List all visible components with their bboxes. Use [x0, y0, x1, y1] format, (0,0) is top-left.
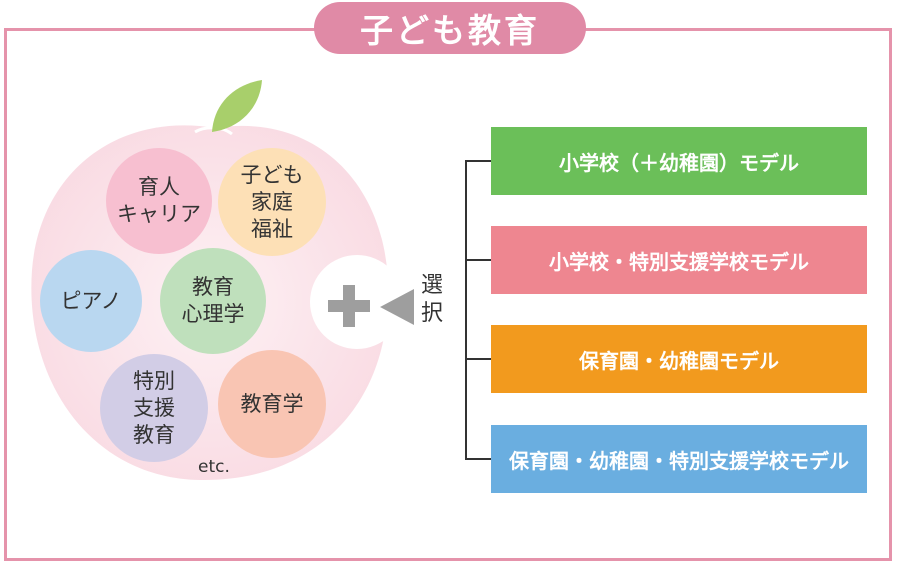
arrow-left-icon: [380, 289, 414, 325]
bubble-special-needs-education: 特別 支援 教育: [100, 354, 208, 462]
leaf-icon: [212, 80, 262, 132]
bubble-piano: ピアノ: [40, 250, 142, 352]
bubble-educational-psychology: 教育 心理学: [160, 248, 266, 354]
select-label: 選 択: [420, 273, 443, 326]
page-title: 子ども教育: [314, 2, 586, 54]
model-elementary: 小学校（＋幼稚園）モデル: [491, 127, 867, 195]
model-elementary-special-needs: 小学校・特別支援学校モデル: [491, 226, 867, 294]
plus-icon: [328, 285, 370, 327]
bubble-child-family-welfare: 子ども 家庭 福祉: [218, 148, 326, 256]
bubble-ikujin-career: 育人 キャリア: [106, 148, 212, 254]
etc-label: etc.: [198, 457, 230, 477]
model-nursery-kindergarten: 保育園・幼稚園モデル: [491, 325, 867, 393]
model-nursery-kindergarten-special-needs: 保育園・幼稚園・特別支援学校モデル: [491, 425, 867, 493]
bubble-pedagogy: 教育学: [218, 350, 326, 458]
